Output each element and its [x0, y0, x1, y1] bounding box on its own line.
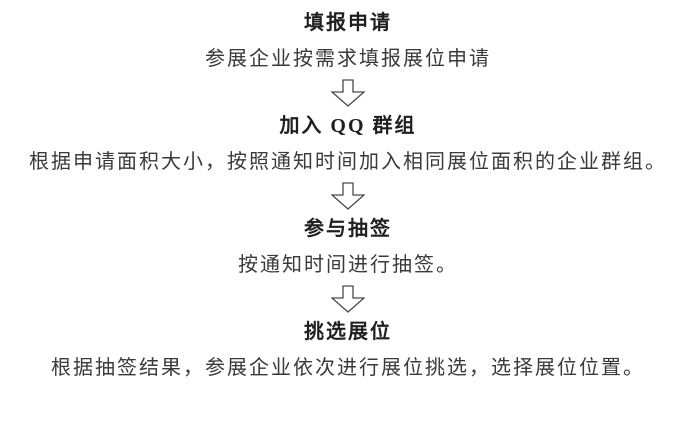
- flow-step-join-qq-group: 加入 QQ 群组 根据申请面积大小，按照通知时间加入相同展位面积的企业群组。: [28, 109, 668, 180]
- down-arrow-icon: [331, 79, 365, 107]
- flow-step-apply: 填报申请 参展企业按需求填报展位申请: [28, 6, 668, 77]
- step-description: 根据申请面积大小，按照通知时间加入相同展位面积的企业群组。: [29, 151, 667, 173]
- down-arrow-icon: [331, 285, 365, 313]
- step-title: 挑选展位: [304, 321, 392, 343]
- step-description: 按通知时间进行抽签。: [238, 254, 458, 276]
- flow-step-lottery: 参与抽签 按通知时间进行抽签。: [28, 212, 668, 283]
- step-description: 根据抽签结果，参展企业依次进行展位挑选，选择展位位置。: [51, 357, 645, 379]
- down-arrow-icon: [331, 182, 365, 210]
- step-description: 参展企业按需求填报展位申请: [205, 48, 491, 70]
- step-title: 加入 QQ 群组: [279, 115, 417, 137]
- step-title: 填报申请: [304, 12, 392, 34]
- process-flowchart: 填报申请 参展企业按需求填报展位申请 加入 QQ 群组 根据申请面积大小，按照通…: [28, 0, 668, 386]
- flow-step-pick-booth: 挑选展位 根据抽签结果，参展企业依次进行展位挑选，选择展位位置。: [28, 315, 668, 386]
- step-title: 参与抽签: [304, 218, 392, 240]
